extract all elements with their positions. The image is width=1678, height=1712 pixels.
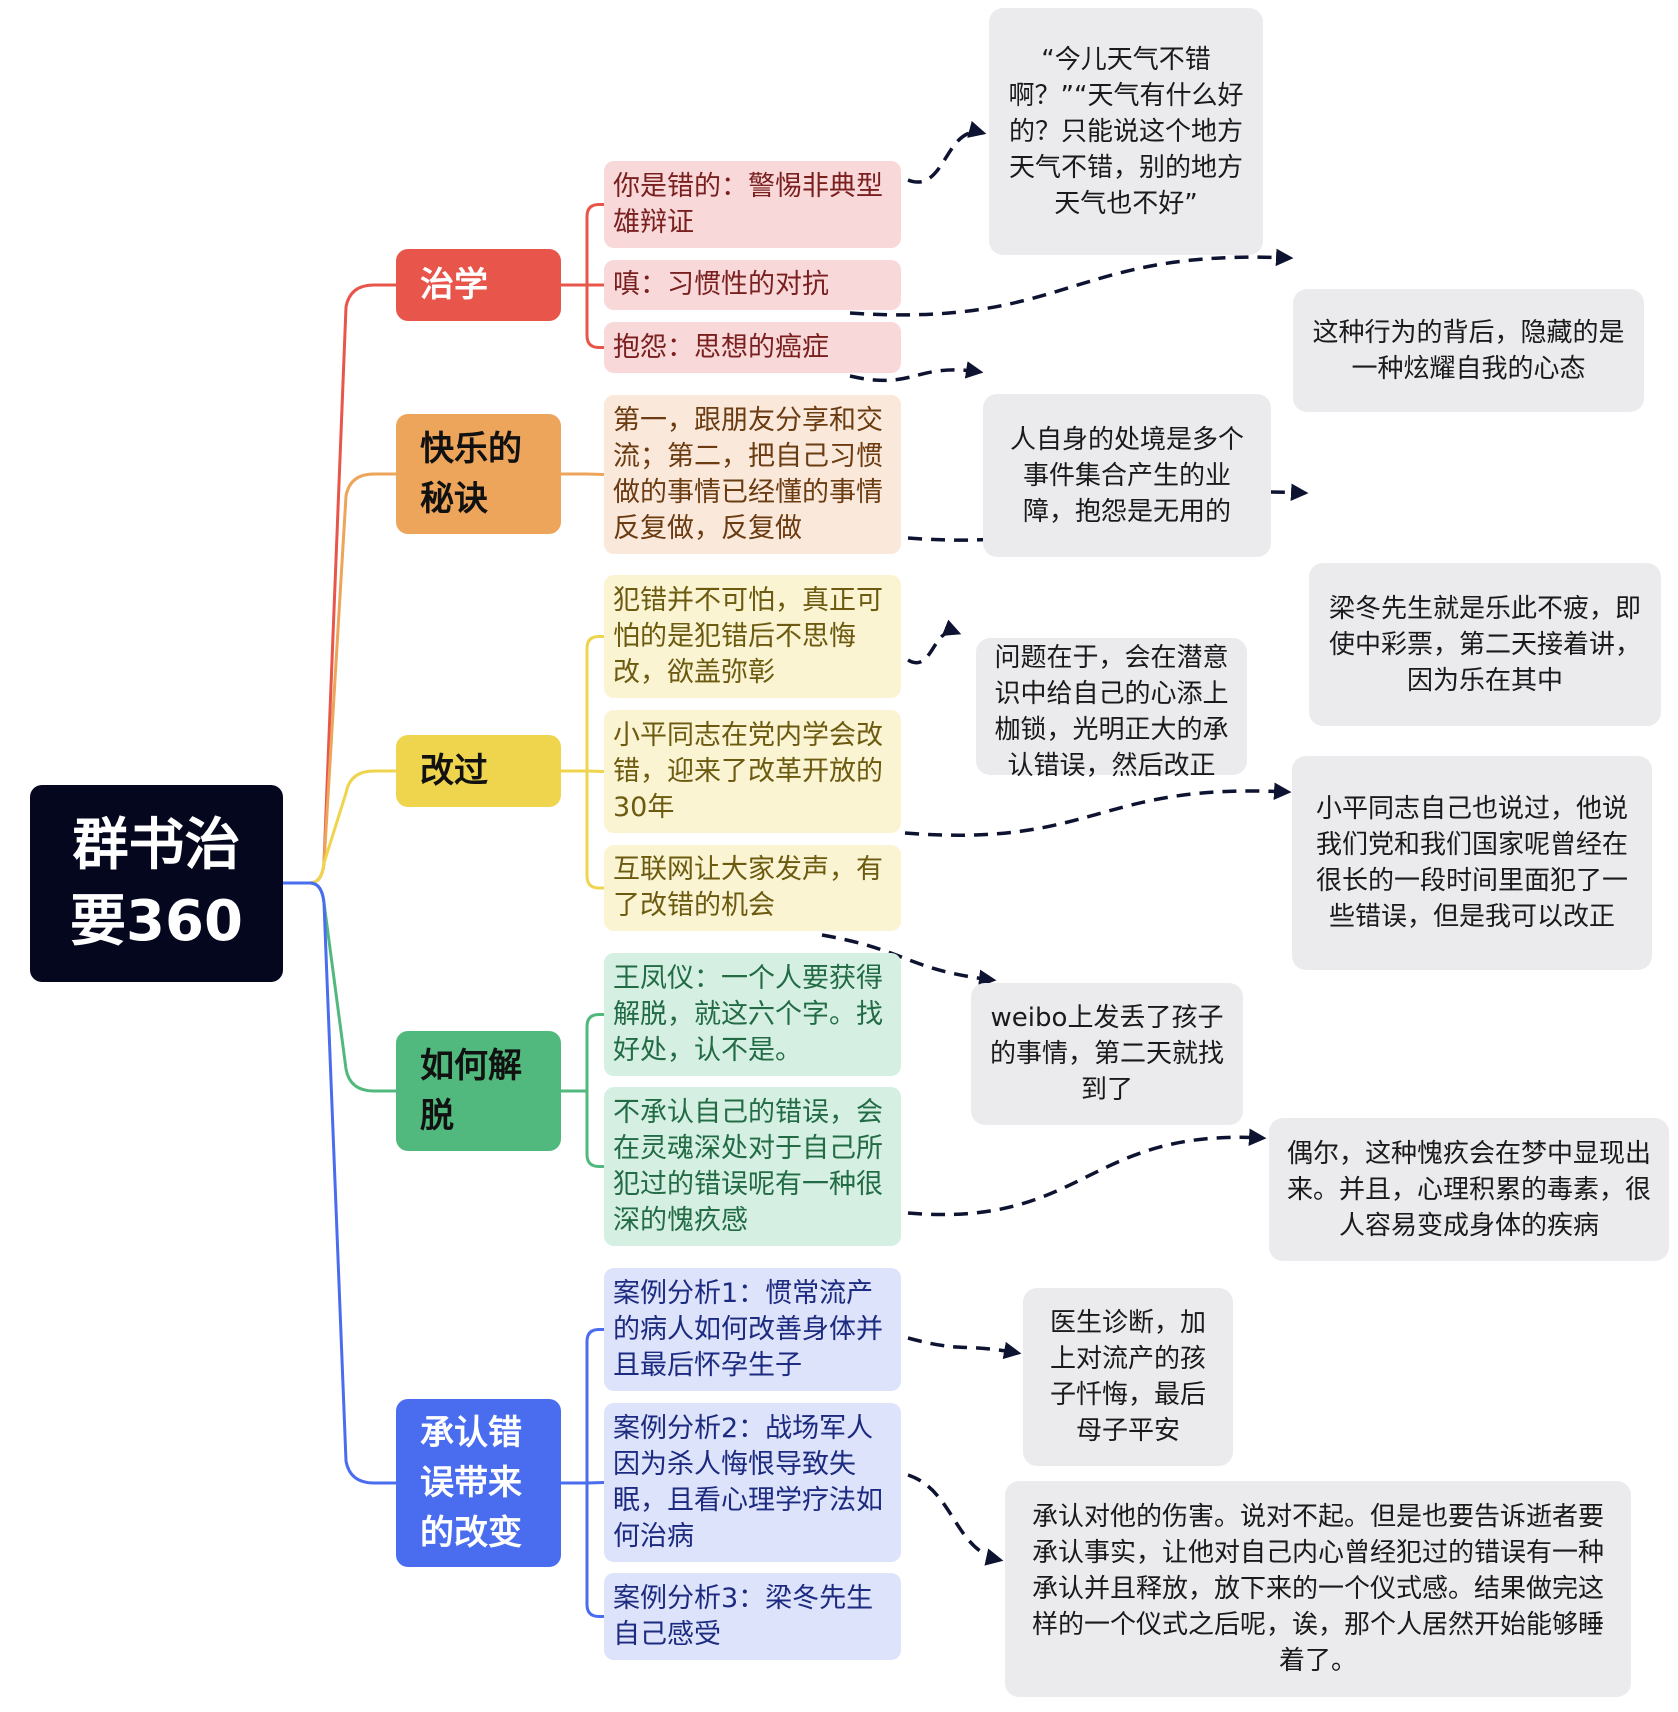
leaf-text: 你是错的：警惕非典型雄辩证 (613, 170, 883, 238)
note-text: 小平同志自己也说过，他说我们党和我们国家呢曾经在很长的一段时间里面犯了一些错误，… (1315, 794, 1628, 932)
note-callout[interactable]: weibo上发丢了孩子的事情，第二天就找到了 (971, 983, 1243, 1125)
dashed-arrow (821, 933, 997, 988)
leaf-node[interactable]: 小平同志在党内学会改错，迎来了改革开放的30年 (604, 710, 901, 833)
branch-node-correct-mistakes[interactable]: 改过 (396, 735, 561, 807)
dashed-arrow (907, 1128, 1267, 1217)
leaf-node[interactable]: 案例分析3：梁冬先生自己感受 (604, 1573, 901, 1660)
note-callout[interactable]: 人自身的处境是多个事件集合产生的业障，抱怨是无用的 (983, 394, 1271, 557)
root-node[interactable]: 群书治要360 (30, 785, 283, 982)
note-callout[interactable]: 这种行为的背后，隐藏的是一种炫耀自我的心态 (1293, 289, 1644, 412)
branch-label: 快乐的秘诀 (420, 429, 522, 519)
note-text: 问题在于，会在潜意识中给自己的心添上枷锁，光明正大的承认错误，然后改正 (994, 642, 1229, 781)
leaf-text: 犯错并不可怕，真正可怕的是犯错后不思悔改，欲盖弥彰 (613, 584, 883, 688)
note-text: 承认对他的伤害。说对不起。但是也要告诉逝者要承认事实，让他对自己内心曾经犯过的错… (1031, 1502, 1604, 1676)
leaf-connector (586, 472, 605, 476)
branch-node-zhixue[interactable]: 治学 (396, 249, 561, 321)
leaf-node[interactable]: 犯错并不可怕，真正可怕的是犯错后不思悔改，欲盖弥彰 (604, 575, 901, 698)
branch-node-admit-mistakes[interactable]: 承认错误带来的改变 (396, 1399, 561, 1567)
note-callout[interactable]: 梁冬先生就是乐此不疲，即使中彩票，第二天接着讲，因为乐在其中 (1309, 563, 1661, 726)
root-title: 群书治要360 (70, 812, 243, 954)
leaf-node[interactable]: 不承认自己的错误，会在灵魂深处对于自己所犯过的错误呢有一种很深的愧疚感 (604, 1087, 901, 1246)
branch-label: 治学 (420, 265, 488, 305)
leaf-text: 嗔：习惯性的对抗 (613, 269, 829, 300)
note-text: 梁冬先生就是乐此不疲，即使中彩票，第二天接着讲，因为乐在其中 (1328, 593, 1641, 696)
note-text: 人自身的处境是多个事件集合产生的业障，抱怨是无用的 (1009, 424, 1244, 527)
note-callout[interactable]: 医生诊断，加上对流产的孩子忏悔，最后母子平安 (1023, 1288, 1233, 1466)
note-callout[interactable]: “今儿天气不错啊？”“天气有什么好的？只能说这个地方天气不错，别的地方天气也不好… (989, 8, 1263, 255)
leaf-connector (585, 635, 604, 771)
note-text: 偶尔，这种愧疚会在梦中显现出来。并且，心理积累的毒素，很人容易变成身体的疾病 (1287, 1138, 1652, 1241)
branch-connector (283, 472, 396, 885)
leaf-text: 王凤仪：一个人要获得解脱，就这六个字。找好处，认不是。 (613, 962, 883, 1066)
leaf-text: 互联网让大家发声，有了改错的机会 (613, 854, 883, 921)
branch-label: 如何解脱 (420, 1046, 522, 1136)
leaf-node[interactable]: 案例分析1：惯常流产的病人如何改善身体并且最后怀孕生子 (604, 1268, 901, 1391)
leaf-connector (585, 203, 604, 285)
leaf-node[interactable]: 互联网让大家发声，有了改错的机会 (604, 845, 901, 931)
leaf-connector (585, 771, 604, 890)
leaf-connector (585, 1013, 604, 1091)
leaf-text: 不承认自己的错误，会在灵魂深处对于自己所犯过的错误呢有一种很深的愧疚感 (613, 1096, 883, 1236)
leaf-node[interactable]: 抱怨：思想的癌症 (604, 322, 901, 373)
dashed-arrow (849, 248, 1294, 317)
leaf-text: 小平同志在党内学会改错，迎来了改革开放的30年 (613, 719, 883, 823)
note-callout[interactable]: 承认对他的伤害。说对不起。但是也要告诉逝者要承认事实，让他对自己内心曾经犯过的错… (1005, 1481, 1631, 1697)
leaf-node[interactable]: 王凤仪：一个人要获得解脱，就这六个字。找好处，认不是。 (604, 953, 901, 1076)
leaf-connector (586, 1481, 605, 1485)
note-text: 这种行为的背后，隐藏的是一种炫耀自我的心态 (1312, 317, 1625, 384)
branch-connector (283, 881, 396, 1485)
leaf-node[interactable]: 第一，跟朋友分享和交流；第二，把自己习惯做的事情已经懂的事情反复做，反复做 (604, 395, 901, 554)
note-callout[interactable]: 偶尔，这种愧疚会在梦中显现出来。并且，心理积累的毒素，很人容易变成身体的疾病 (1269, 1118, 1669, 1261)
branch-connector (283, 881, 396, 1093)
leaf-node[interactable]: 你是错的：警惕非典型雄辩证 (604, 161, 901, 248)
branch-connector (283, 769, 396, 885)
note-callout[interactable]: 问题在于，会在潜意识中给自己的心添上枷锁，光明正大的承认错误，然后改正 (976, 638, 1247, 781)
leaf-text: 第一，跟朋友分享和交流；第二，把自己习惯做的事情已经懂的事情反复做，反复做 (613, 404, 883, 544)
branch-label: 承认错误带来的改变 (420, 1413, 522, 1553)
note-callout[interactable]: 小平同志自己也说过，他说我们党和我们国家呢曾经在很长的一段时间里面犯了一些错误，… (1292, 756, 1652, 970)
leaf-text: 抱怨：思想的癌症 (613, 331, 829, 363)
dashed-arrow (907, 1473, 1004, 1566)
leaf-node[interactable]: 嗔：习惯性的对抗 (604, 260, 901, 310)
leaf-connector (585, 1328, 604, 1483)
dashed-arrow (907, 120, 987, 184)
leaf-text: 案例分析1：惯常流产的病人如何改善身体并且最后怀孕生子 (613, 1277, 883, 1381)
leaf-text: 案例分析2：战场军人因为杀人悔恨导致失眠，且看心理学疗法如何治病 (613, 1412, 883, 1552)
dashed-arrow (904, 782, 1292, 837)
leaf-connector (585, 285, 604, 349)
leaf-text: 案例分析3：梁冬先生自己感受 (613, 1582, 874, 1650)
note-text: 医生诊断，加上对流产的孩子忏悔，最后母子平安 (1049, 1308, 1206, 1446)
leaf-connector (585, 1091, 604, 1168)
branch-node-how-to-be-free[interactable]: 如何解脱 (396, 1031, 561, 1151)
dashed-arrow (907, 619, 962, 665)
note-text: weibo上发丢了孩子的事情，第二天就找到了 (989, 1003, 1224, 1105)
leaf-connector (586, 769, 605, 773)
branch-node-happiness-secret[interactable]: 快乐的秘诀 (396, 414, 561, 534)
leaf-node[interactable]: 案例分析2：战场军人因为杀人悔恨导致失眠，且看心理学疗法如何治病 (604, 1403, 901, 1562)
note-text: “今儿天气不错啊？”“天气有什么好的？只能说这个地方天气不错，别的地方天气也不好… (1008, 44, 1244, 219)
branch-label: 改过 (420, 751, 488, 791)
dashed-arrow (907, 1336, 1022, 1360)
leaf-connector (585, 1483, 604, 1618)
